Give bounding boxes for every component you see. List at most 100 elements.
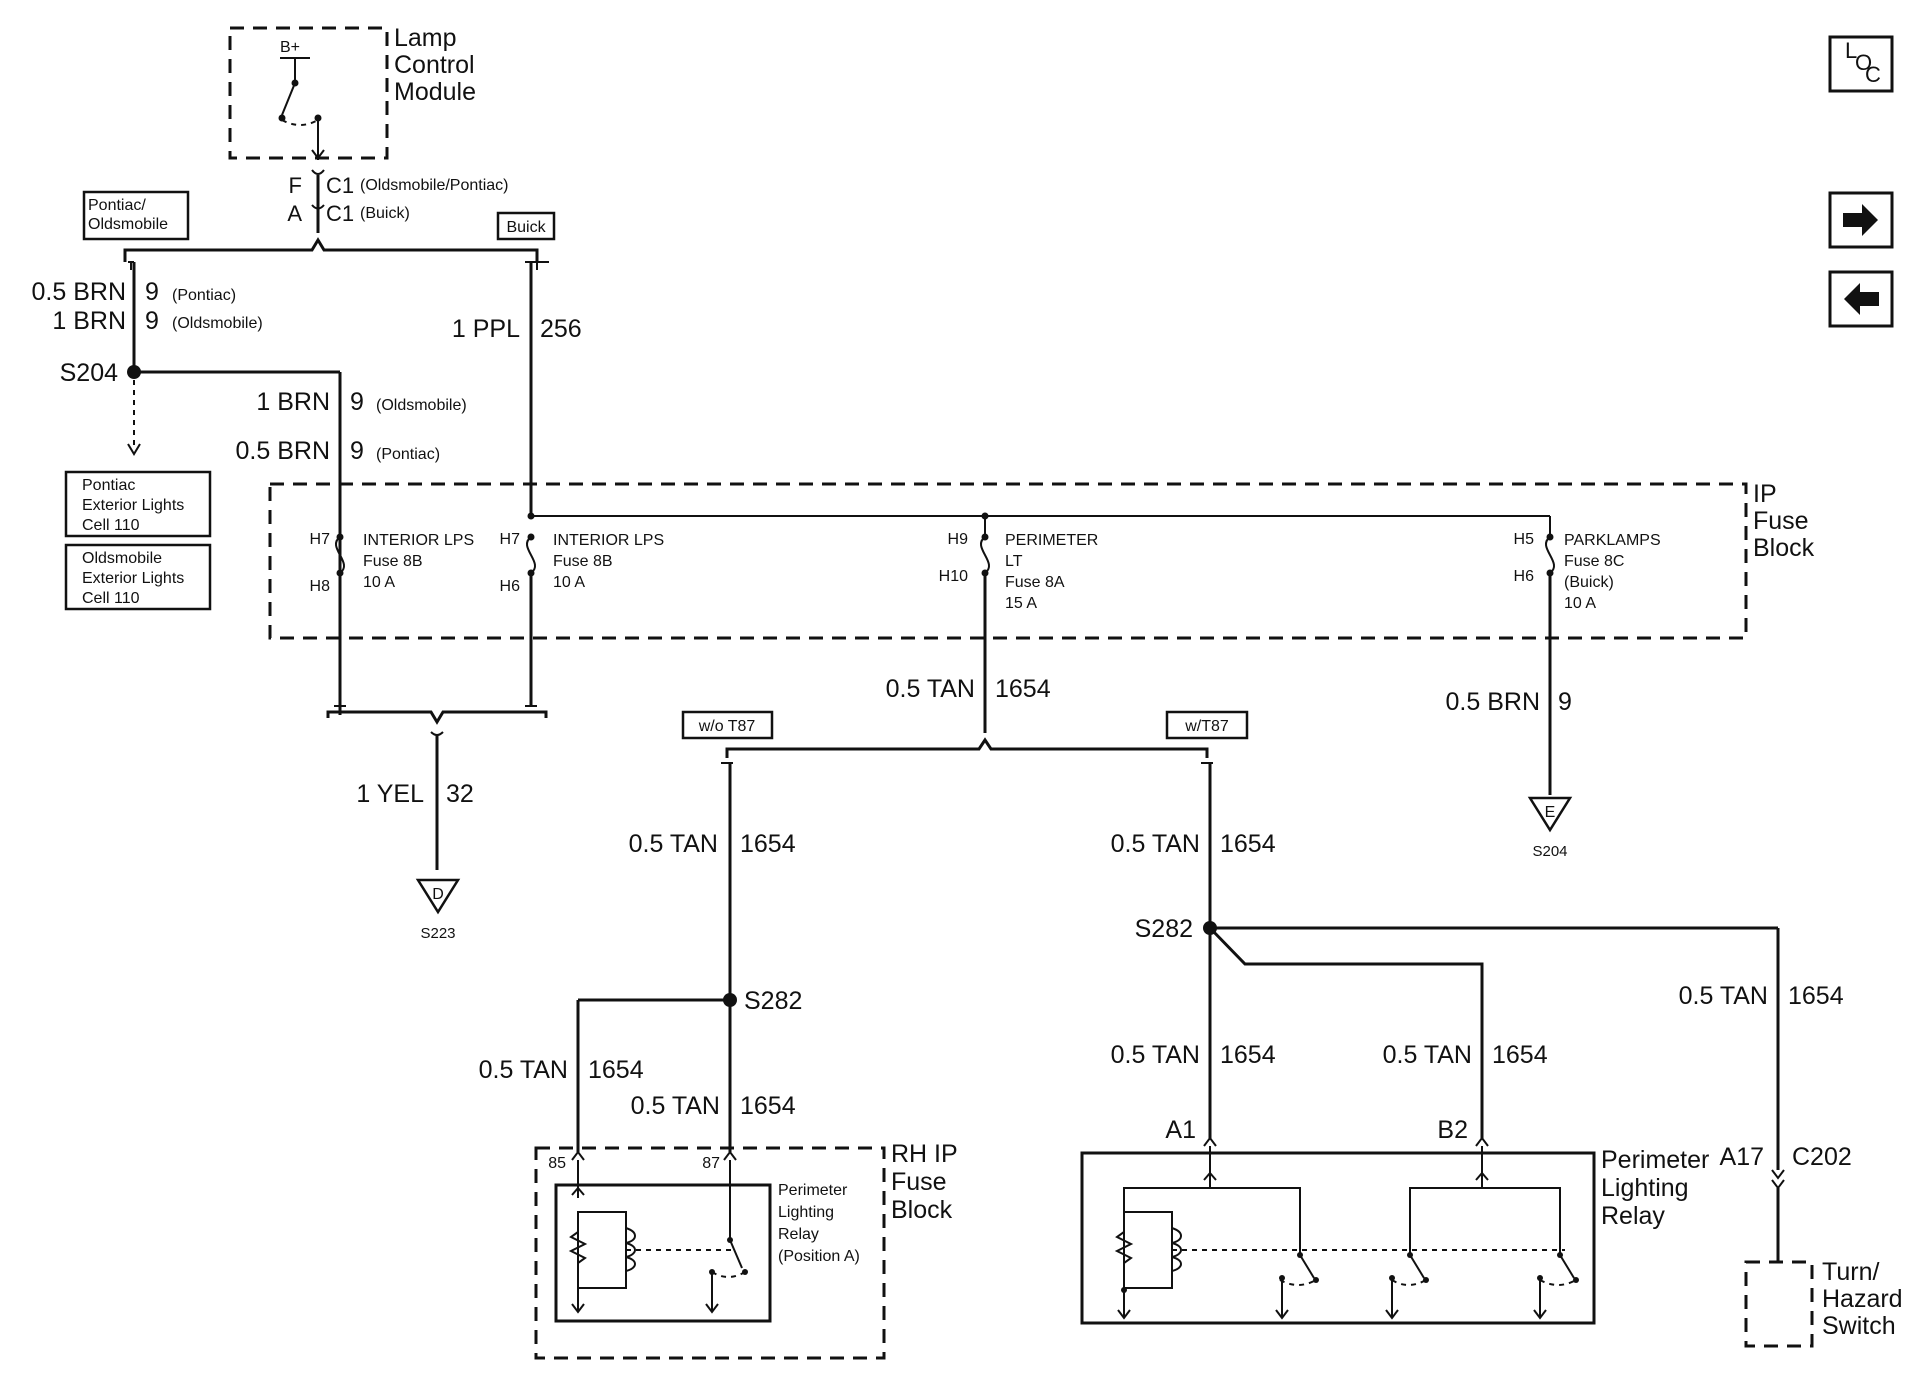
svg-text:(Pontiac): (Pontiac): [376, 446, 440, 463]
loc-button[interactable]: L O C: [1828, 35, 1894, 93]
svg-text:Buick: Buick: [506, 219, 546, 236]
right-arrow-icon: [1843, 204, 1878, 236]
connector-c1-olds-note: (Oldsmobile/Pontiac): [360, 177, 509, 194]
svg-text:9: 9: [350, 437, 364, 465]
svg-text:1654: 1654: [740, 1092, 796, 1120]
option-pontiac-olds: [82, 190, 190, 241]
svg-text:1654: 1654: [1220, 1041, 1276, 1069]
left-arrow-icon: [1844, 283, 1879, 315]
svg-text:0.5 TAN: 0.5 TAN: [1383, 1041, 1472, 1069]
svg-text:H6: H6: [1514, 568, 1535, 585]
svg-text:(Oldsmobile): (Oldsmobile): [172, 315, 263, 332]
svg-text:0.5 BRN: 0.5 BRN: [32, 278, 126, 306]
svg-text:Pontiac/Oldsmobile: Pontiac/Oldsmobile: [88, 197, 168, 233]
svg-text:w/o T87: w/o T87: [698, 718, 756, 735]
svg-text:1654: 1654: [995, 675, 1051, 703]
svg-text:H6: H6: [500, 578, 521, 595]
svg-text:1 BRN: 1 BRN: [256, 388, 330, 416]
svg-text:0.5 TAN: 0.5 TAN: [479, 1056, 568, 1084]
svg-text:1654: 1654: [1220, 830, 1276, 858]
svg-text:1654: 1654: [588, 1056, 644, 1084]
svg-text:H10: H10: [939, 568, 968, 585]
svg-text:0.5 TAN: 0.5 TAN: [1679, 982, 1768, 1010]
svg-text:S282: S282: [1135, 915, 1193, 943]
svg-text:1 PPL: 1 PPL: [452, 315, 520, 343]
previous-page-button[interactable]: [1828, 270, 1894, 328]
svg-text:0.5 TAN: 0.5 TAN: [1111, 830, 1200, 858]
svg-text:w/T87: w/T87: [1184, 718, 1229, 735]
svg-text:256: 256: [540, 315, 582, 343]
svg-text:(Pontiac): (Pontiac): [172, 287, 236, 304]
svg-text:A1: A1: [1165, 1116, 1196, 1144]
ref-oldsmobile-exterior-lights[interactable]: [64, 543, 212, 611]
svg-text:9: 9: [1558, 688, 1572, 716]
svg-text:0.5 TAN: 0.5 TAN: [886, 675, 975, 703]
svg-text:9: 9: [350, 388, 364, 416]
svg-text:S204: S204: [60, 359, 118, 387]
svg-text:87: 87: [702, 1155, 720, 1172]
svg-text:H9: H9: [948, 531, 969, 548]
svg-text:C: C: [1865, 62, 1881, 87]
svg-text:H8: H8: [310, 578, 331, 595]
svg-text:H7: H7: [310, 531, 331, 548]
connector-f: F: [289, 173, 302, 198]
svg-text:L: L: [1845, 38, 1857, 63]
svg-text:1654: 1654: [1788, 982, 1844, 1010]
ref-pontiac-exterior-lights[interactable]: [64, 470, 212, 538]
svg-text:H5: H5: [1514, 531, 1535, 548]
svg-text:9: 9: [145, 307, 159, 335]
svg-text:H7: H7: [500, 531, 521, 548]
svg-text:D: D: [432, 886, 444, 903]
bplus-label: B+: [280, 39, 300, 56]
perimeter-lighting-relay: [1080, 1146, 1596, 1325]
ref-d-s223[interactable]: [415, 878, 461, 915]
svg-text:0.5 BRN: 0.5 BRN: [1446, 688, 1540, 716]
option-wo-t87: [681, 710, 774, 740]
svg-text:9: 9: [145, 278, 159, 306]
svg-text:1 YEL: 1 YEL: [356, 780, 424, 808]
ref-e-s204[interactable]: [1527, 796, 1573, 833]
svg-text:32: 32: [446, 780, 474, 808]
option-buick: [496, 211, 556, 241]
svg-text:S282: S282: [744, 987, 802, 1015]
lamp-control-module-box: [228, 26, 389, 160]
svg-text:0.5 TAN: 0.5 TAN: [631, 1092, 720, 1120]
svg-text:(Oldsmobile): (Oldsmobile): [376, 397, 467, 414]
connector-c1-buick-note: (Buick): [360, 205, 410, 222]
svg-text:85: 85: [548, 1155, 566, 1172]
svg-text:E: E: [1545, 804, 1556, 821]
connector-c1-olds: C1: [326, 173, 354, 198]
svg-text:C202: C202: [1792, 1143, 1852, 1171]
option-w-t87: [1165, 710, 1249, 740]
svg-text:0.5 TAN: 0.5 TAN: [1111, 1041, 1200, 1069]
ip-fuse-block-box: [268, 482, 1748, 640]
svg-text:S204: S204: [1532, 843, 1567, 860]
svg-text:S223: S223: [420, 925, 455, 942]
connector-c1-buick: C1: [326, 201, 354, 226]
svg-text:0.5 BRN: 0.5 BRN: [236, 437, 330, 465]
connector-a: A: [287, 201, 302, 226]
svg-text:B2: B2: [1437, 1116, 1468, 1144]
rh-ip-fuse-block-box: [534, 1146, 886, 1360]
svg-text:O: O: [1855, 50, 1872, 75]
next-page-button[interactable]: [1828, 191, 1894, 249]
svg-text:1 BRN: 1 BRN: [52, 307, 126, 335]
turn-hazard-switch-box: [1744, 1260, 1814, 1348]
svg-text:1654: 1654: [740, 830, 796, 858]
